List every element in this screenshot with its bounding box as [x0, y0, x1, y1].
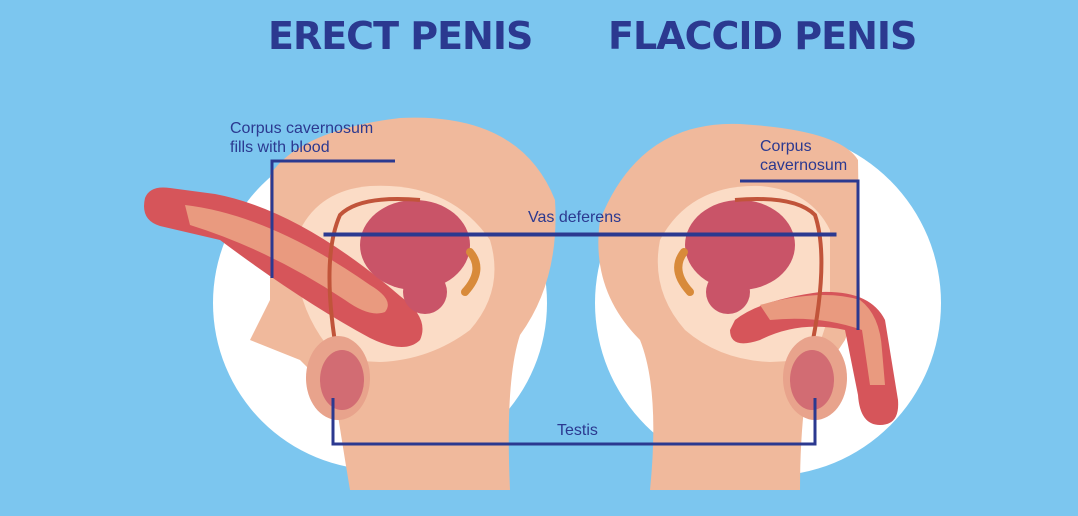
flaccid-vas-tube — [734, 197, 824, 356]
flaccid-bladder — [685, 200, 795, 290]
corpus-flaccid-leader — [740, 179, 860, 330]
flaccid-anatomy — [598, 123, 899, 490]
erect-anatomy — [144, 117, 556, 491]
vas-deferens-label: Vas deferens — [528, 209, 622, 226]
leader-lines — [270, 159, 860, 446]
erect-bladder — [360, 200, 470, 290]
corpus-erect-label: Corpus cavernosum fills with blood — [230, 119, 373, 157]
vas-deferens-leader — [323, 232, 837, 237]
erect-testis — [320, 350, 364, 410]
corpus-flaccid-label-line2: cavernosum — [760, 157, 848, 174]
testis-leader — [331, 398, 817, 446]
corpus-flaccid-label: Corpus cavernosum — [760, 137, 847, 175]
flaccid-corpus — [760, 295, 885, 385]
corpus-erect-label-line2: fills with blood — [230, 139, 330, 156]
corpus-flaccid-label-line1: Corpus — [760, 138, 812, 155]
testis-label: Testis — [557, 422, 598, 439]
flaccid-testis — [790, 350, 834, 410]
erect-vas-tube — [327, 197, 421, 361]
corpus-erect-label-line1: Corpus cavernosum — [230, 120, 374, 137]
erect-corpus — [185, 205, 388, 314]
flaccid-seminal-vesicle — [674, 248, 694, 296]
corpus-erect-leader — [270, 159, 395, 278]
erect-seminal-vesicle — [461, 248, 481, 296]
flaccid-penis-title: FLACCID PENIS — [608, 14, 917, 58]
erect-prostate — [403, 270, 447, 314]
flaccid-prostate — [706, 270, 750, 314]
erect-penis-title: ERECT PENIS — [268, 14, 533, 58]
